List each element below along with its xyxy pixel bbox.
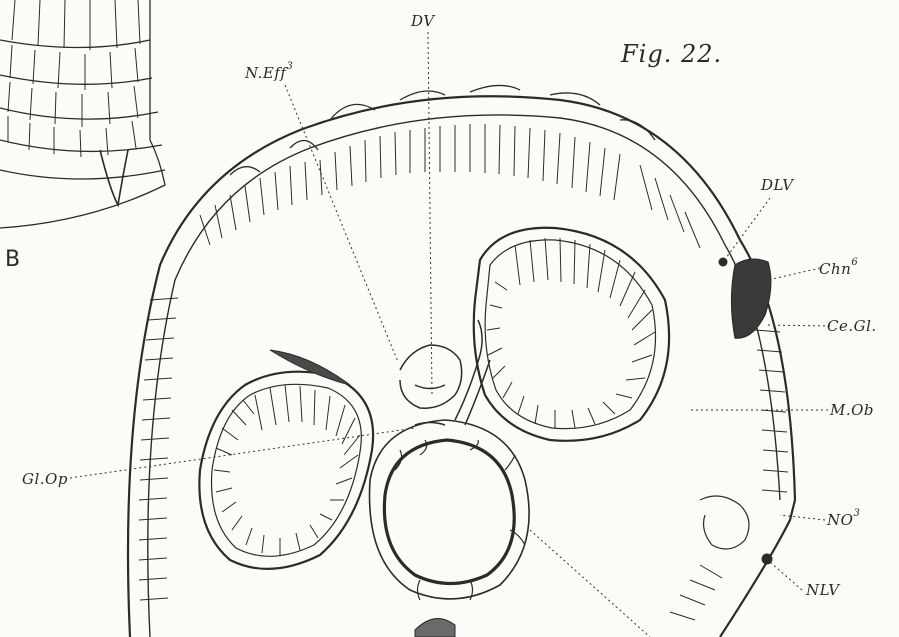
inset-segmented-structure: [0, 0, 165, 228]
label-dv: DV: [411, 12, 435, 30]
label-gl-op: Gl.Op: [22, 470, 68, 488]
label-n-eff: N.Eff3: [245, 64, 293, 82]
panel-label: B: [5, 247, 21, 272]
leader-lines: [70, 32, 830, 637]
chn-organ: [700, 258, 772, 564]
figure-title: Fig. 22.: [621, 40, 722, 68]
right-lobe: [474, 228, 669, 441]
label-chn: Chn6: [819, 260, 858, 278]
central-chamber: [370, 420, 530, 600]
left-lobe: [199, 350, 373, 569]
label-no: NO3: [827, 511, 860, 529]
label-nlv: NLV: [806, 581, 840, 599]
label-ce-gl: Ce.Gl.: [827, 317, 877, 335]
body-wall: [128, 85, 795, 637]
bottom-nodule: [415, 619, 455, 637]
dorsal-vessel-stalk: [400, 320, 490, 425]
label-m-ob: M.Ob: [830, 401, 874, 419]
label-dlv: DLV: [761, 176, 794, 194]
